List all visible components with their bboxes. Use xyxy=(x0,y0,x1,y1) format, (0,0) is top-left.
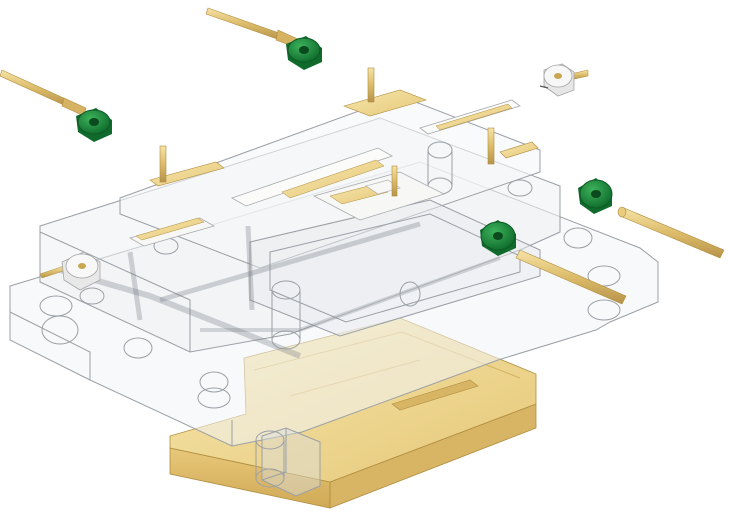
green-bushing-left xyxy=(76,108,112,142)
gold-pin-lower-right xyxy=(515,249,627,305)
pad-strip-left xyxy=(128,217,216,247)
green-bushing-right xyxy=(578,178,613,214)
white-bushing-left xyxy=(61,251,101,291)
gold-posts xyxy=(159,67,495,197)
pad-strip-center xyxy=(312,171,446,221)
gold-pin-right xyxy=(617,206,725,259)
white-bushings xyxy=(61,63,575,291)
green-bushing-top xyxy=(286,36,322,70)
gold-pad-strips xyxy=(128,89,539,247)
green-bushings xyxy=(76,36,613,256)
pad-strip-top-right xyxy=(419,99,521,135)
housing-recess xyxy=(249,199,541,337)
gold-base-strip xyxy=(391,379,479,411)
gold-pin-left xyxy=(0,69,87,117)
gold-pin-top xyxy=(205,7,301,49)
pad-strip-top xyxy=(149,89,539,187)
pad-strip-bridge xyxy=(231,147,393,207)
green-bushing-center xyxy=(480,220,516,256)
white-bushing-top-right xyxy=(539,63,575,97)
gold-pins xyxy=(0,7,725,305)
